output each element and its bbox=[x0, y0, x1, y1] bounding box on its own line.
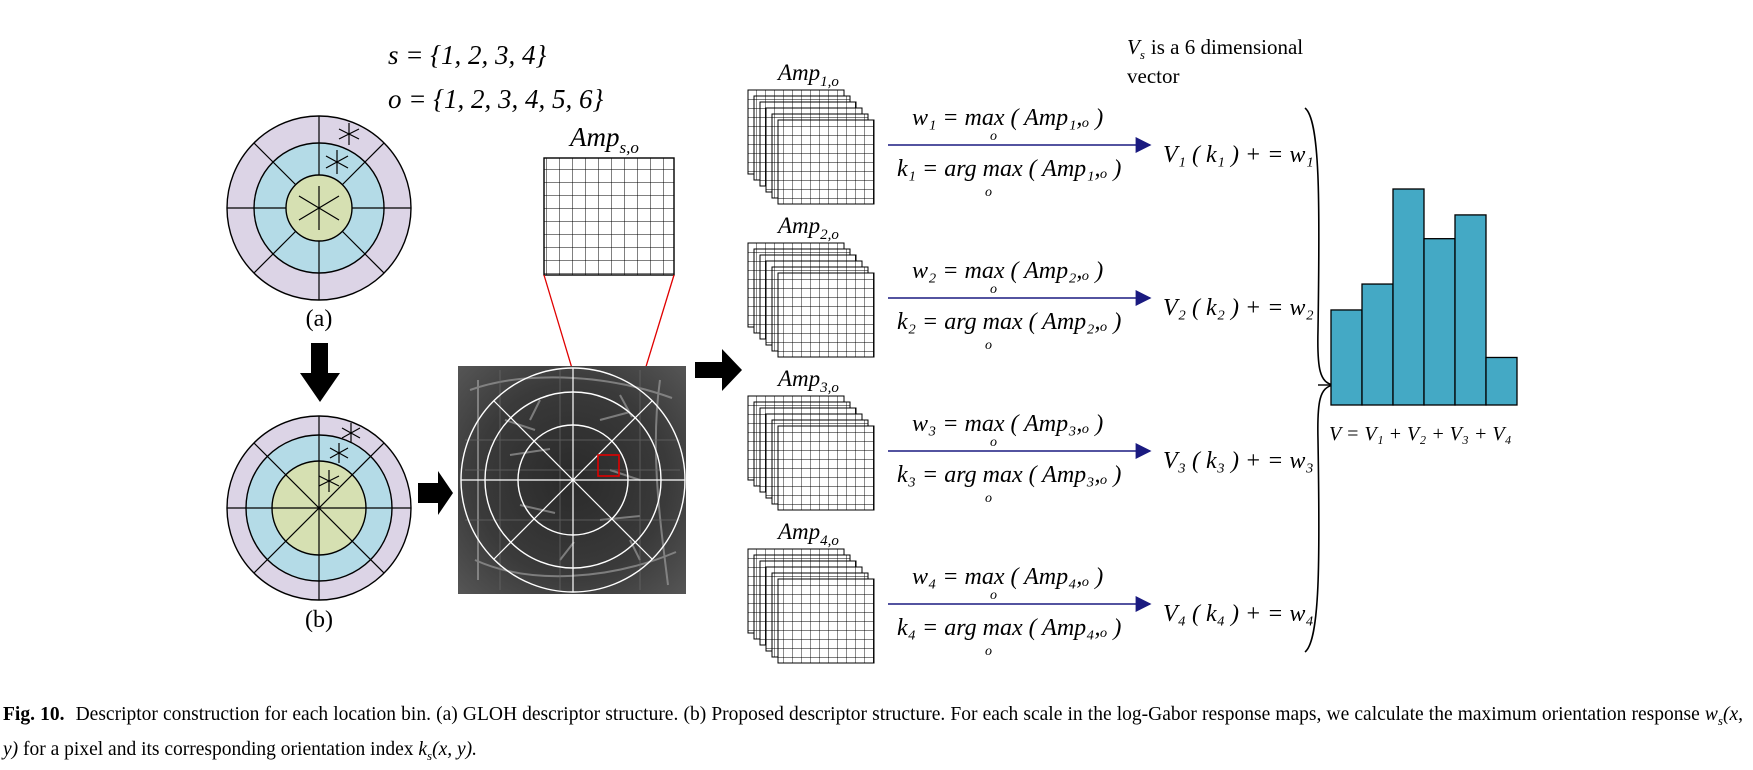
figure-caption: Fig. 10. Descriptor construction for eac… bbox=[3, 700, 1743, 770]
v-update: V₂ ( k₂ ) + = w₂ bbox=[1163, 295, 1314, 321]
o-underscript: o bbox=[985, 644, 992, 659]
k-equation: k₄ = arg max ( Amp₄,ₒ ) bbox=[897, 615, 1121, 641]
amp-label: Amp2,o bbox=[776, 213, 839, 243]
v-update: V₄ ( k₄ ) + = w₄ bbox=[1163, 601, 1314, 627]
o-underscript: o bbox=[990, 588, 997, 603]
amp-label: Amp3,o bbox=[776, 366, 839, 396]
histogram-bar bbox=[1392, 188, 1425, 406]
amp-stack bbox=[747, 548, 875, 664]
o-underscript: o bbox=[990, 435, 997, 450]
scale-row: Amp3,o w₃ = max ( Amp₃,ₒ ) o k₃ = arg ma… bbox=[747, 366, 1314, 511]
caption-text-2: for a pixel and its corresponding orient… bbox=[23, 738, 414, 760]
amp-label: Amp1,o bbox=[776, 60, 839, 90]
o-underscript: o bbox=[985, 185, 992, 200]
amp-stack bbox=[747, 89, 875, 205]
w-equation: w₃ = max ( Amp₃,ₒ ) bbox=[912, 411, 1103, 437]
orientation-arrows-icon bbox=[318, 423, 361, 492]
down-arrow-icon bbox=[300, 343, 340, 402]
gloh-descriptor-a bbox=[226, 115, 412, 301]
amp-stack bbox=[747, 395, 875, 511]
amp-label: Amp4,o bbox=[776, 519, 839, 549]
histogram-bar bbox=[1423, 238, 1456, 406]
v-update: V₃ ( k₃ ) + = w₃ bbox=[1163, 448, 1314, 474]
scale-row: Amp4,o w₄ = max ( Amp₄,ₒ ) o k₄ = arg ma… bbox=[747, 519, 1314, 664]
scale-rows: Amp1,o w₁ = max ( Amp₁,ₒ ) o k₁ = arg ma… bbox=[747, 60, 1314, 664]
zoom-window bbox=[597, 454, 620, 477]
vs-note-line2: vector bbox=[1127, 64, 1179, 88]
k-symbol: k bbox=[418, 738, 428, 760]
v-sum-label: V = V₁ + V₂ + V₃ + V₄ bbox=[1329, 423, 1512, 445]
s-set: s = {1, 2, 3, 4} bbox=[388, 40, 547, 70]
descriptor-histogram bbox=[1330, 188, 1518, 406]
w-equation: w₄ = max ( Amp₄,ₒ ) bbox=[912, 564, 1103, 590]
descriptor-figure: s = {1, 2, 3, 4} o = {1, 2, 3, 4, 5, 6} … bbox=[226, 35, 1518, 664]
k-args: (x, y). bbox=[432, 738, 478, 760]
k-subscript: s bbox=[427, 747, 433, 763]
histogram-bar bbox=[1330, 309, 1363, 406]
satellite-image bbox=[458, 366, 686, 594]
o-set: o = {1, 2, 3, 4, 5, 6} bbox=[388, 84, 604, 114]
orientation-arrows-icon bbox=[298, 123, 360, 230]
w-subscript: s bbox=[1717, 712, 1723, 728]
o-underscript: o bbox=[990, 282, 997, 297]
label-a: (a) bbox=[306, 306, 333, 332]
proposed-descriptor-b bbox=[226, 415, 412, 601]
right-arrow-icon bbox=[695, 349, 742, 391]
grouping-bracket bbox=[1304, 107, 1334, 653]
amp-so-label: Amps,o bbox=[568, 122, 639, 157]
right-arrow-icon bbox=[418, 471, 453, 515]
w-equation: w₂ = max ( Amp₂,ₒ ) bbox=[912, 258, 1103, 284]
histogram-bar bbox=[1361, 283, 1394, 406]
histogram-bar bbox=[1485, 356, 1518, 406]
o-underscript: o bbox=[985, 491, 992, 506]
amp-so-grid bbox=[543, 157, 675, 276]
histogram-bar bbox=[1454, 214, 1487, 406]
w-args: (x, y) bbox=[3, 704, 1743, 760]
k-equation: k₁ = arg max ( Amp₁,ₒ ) bbox=[897, 156, 1121, 182]
amp-stack bbox=[747, 242, 875, 358]
o-underscript: o bbox=[990, 129, 997, 144]
w-equation: w₁ = max ( Amp₁,ₒ ) bbox=[912, 105, 1103, 131]
caption-label: Fig. 10. bbox=[3, 704, 65, 725]
scale-row: Amp2,o w₂ = max ( Amp₂,ₒ ) o k₂ = arg ma… bbox=[747, 213, 1314, 358]
k-equation: k₃ = arg max ( Amp₃,ₒ ) bbox=[897, 462, 1121, 488]
w-symbol: w bbox=[1704, 704, 1718, 725]
k-equation: k₂ = arg max ( Amp₂,ₒ ) bbox=[897, 309, 1121, 335]
caption-text-1: Descriptor construction for each locatio… bbox=[75, 704, 1700, 725]
v-update: V₁ ( k₁ ) + = w₁ bbox=[1163, 142, 1314, 168]
scale-row: Amp1,o w₁ = max ( Amp₁,ₒ ) o k₁ = arg ma… bbox=[747, 60, 1314, 205]
o-underscript: o bbox=[985, 338, 992, 353]
label-b: (b) bbox=[305, 607, 333, 633]
